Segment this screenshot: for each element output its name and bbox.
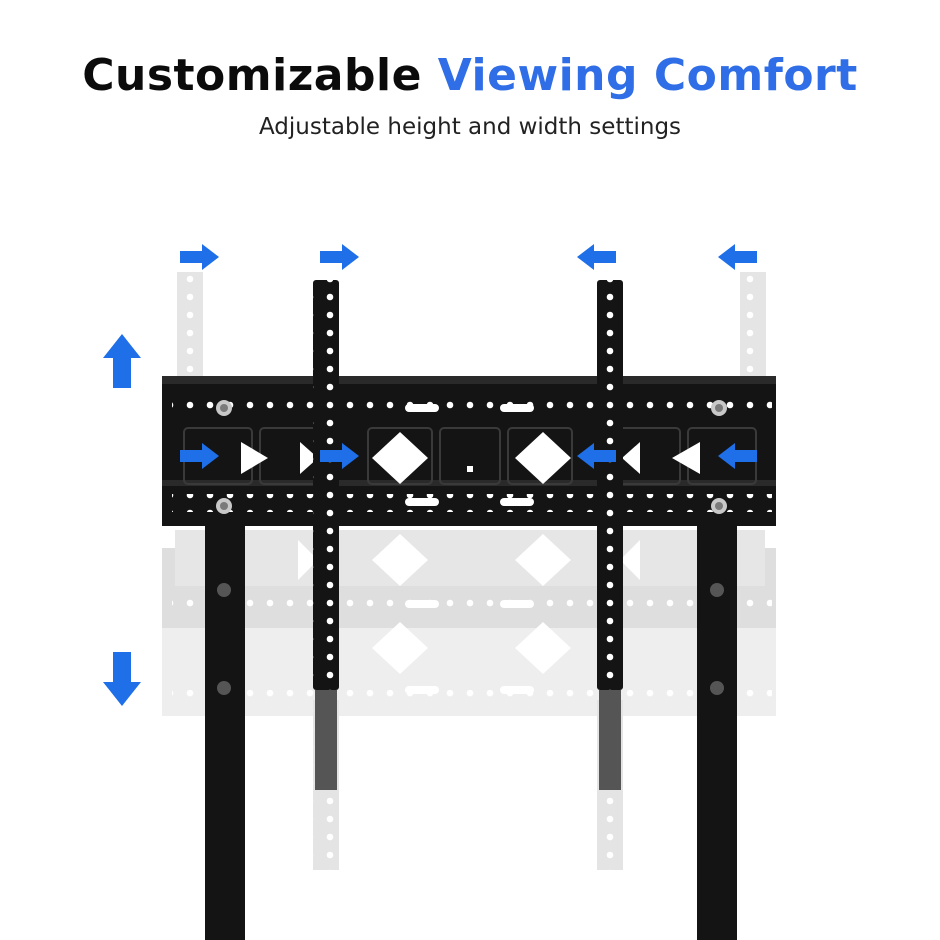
arrow-up-icon [103, 334, 141, 388]
faded-outer-arms [177, 272, 766, 394]
page-subtitle: Adjustable height and width settings [258, 114, 682, 140]
arrow-right-icon [180, 244, 359, 469]
page-title: Customizable Viewing Comfort [0, 50, 940, 101]
faded-ghost-plates [162, 530, 776, 716]
tv-arms [313, 280, 623, 870]
adjustment-arrows [103, 244, 757, 706]
arrow-left-icon [577, 244, 757, 469]
title-main: Customizable [82, 50, 422, 101]
arrow-down-icon [103, 652, 141, 706]
mounting-plate [162, 376, 776, 526]
title-accent: Viewing Comfort [437, 50, 858, 101]
stand-posts [205, 520, 737, 940]
